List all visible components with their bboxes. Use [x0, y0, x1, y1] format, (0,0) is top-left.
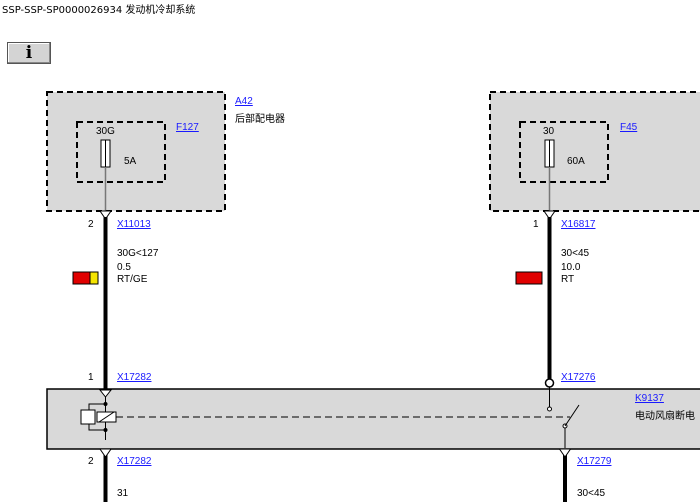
- link-connector-x17282-bottom[interactable]: X17282: [117, 456, 152, 467]
- connector-pin-marker: [543, 210, 556, 220]
- component-desc-a42: 后部配电器: [235, 112, 285, 125]
- wire-color-swatch-red: [72, 271, 91, 285]
- link-connector-x16817[interactable]: X16817: [561, 219, 596, 230]
- connector-pin-marker: [98, 389, 113, 398]
- connector-pin-circle: [544, 378, 555, 388]
- link-component-k9137[interactable]: K9137: [635, 393, 664, 404]
- relay-switch-icon: [547, 387, 580, 448]
- info-icon: i: [25, 42, 33, 63]
- relay-box-k9137: [46, 388, 700, 450]
- connector-pin-marker: [99, 210, 112, 220]
- fuse-rating: 60A: [567, 156, 585, 167]
- wire-size: 0.5: [117, 262, 131, 273]
- wire-color: RT: [561, 274, 574, 285]
- wire-signal: 31: [117, 488, 129, 499]
- fuse-group-f127: [76, 121, 166, 183]
- wire-color-swatch-red: [515, 271, 543, 285]
- link-connector-x17282-top[interactable]: X17282: [117, 372, 152, 383]
- link-fuse-f45[interactable]: F45: [620, 122, 638, 133]
- pin-number: 2: [88, 219, 94, 230]
- link-connector-x17276[interactable]: X17276: [561, 372, 596, 383]
- page-title: SSP-SSP-SP0000026934 发动机冷却系统: [2, 5, 196, 16]
- link-component-a42[interactable]: A42: [235, 96, 253, 107]
- component-desc-k9137: 电动风扇断电: [635, 409, 695, 422]
- link-fuse-f127[interactable]: F127: [176, 122, 199, 133]
- pin-number: 1: [88, 372, 94, 383]
- fuse-group-f45: [519, 121, 609, 183]
- info-button[interactable]: i: [7, 42, 51, 64]
- wire-color: RT/GE: [117, 274, 148, 285]
- wire-signal: 30<45: [577, 488, 606, 499]
- fuse-terminal-label: 30G: [96, 126, 115, 137]
- link-connector-x11013[interactable]: X11013: [117, 219, 151, 230]
- wire-signal: 30G<127: [117, 248, 159, 259]
- fuse-terminal-label: 30: [543, 126, 555, 137]
- wire-size: 10.0: [561, 262, 581, 273]
- link-connector-x17279[interactable]: X17279: [577, 456, 612, 467]
- wire-signal: 30<45: [561, 248, 590, 259]
- connector-pin-marker: [99, 448, 112, 458]
- pin-number: 2: [88, 456, 94, 467]
- fuse-rating: 5A: [124, 156, 137, 167]
- connector-pin-marker: [558, 448, 572, 458]
- wire-color-swatch-yellow: [89, 271, 99, 285]
- relay-coil-icon: [80, 397, 117, 440]
- pin-number: 1: [533, 219, 539, 230]
